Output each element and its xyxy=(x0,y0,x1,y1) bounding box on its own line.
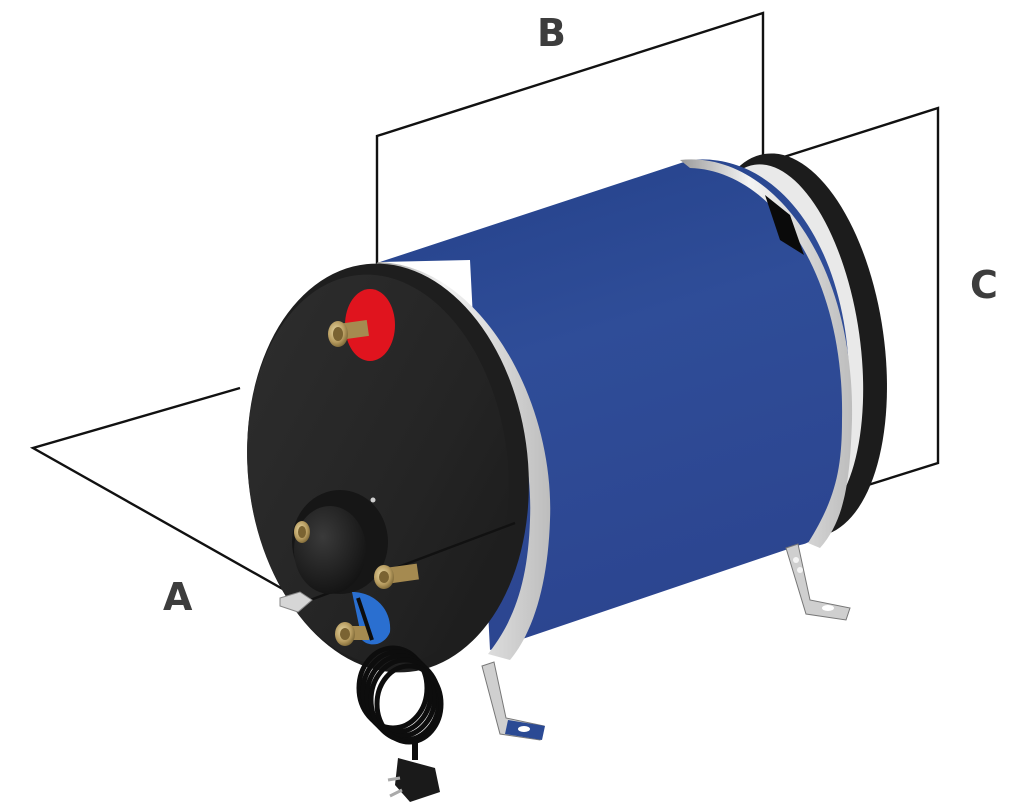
dimension-b-lines xyxy=(375,11,765,268)
dimension-label-c: C xyxy=(970,263,998,307)
heat-exchanger-fitting-upper xyxy=(294,521,310,543)
mounting-bracket-front-left xyxy=(279,591,313,613)
plug xyxy=(387,758,440,802)
dimension-c-lines xyxy=(767,106,940,487)
dimension-label-a: A xyxy=(163,575,193,619)
front-stainless-band xyxy=(372,262,551,660)
hot-water-outlet xyxy=(328,289,395,361)
rear-stainless-band xyxy=(680,159,853,548)
power-cord xyxy=(356,597,444,760)
dimension-a-lines xyxy=(29,386,289,594)
rear-ring-shadow xyxy=(765,195,804,255)
dimension-label-b: B xyxy=(537,11,566,55)
heating-element-housing xyxy=(292,490,388,594)
heating-element-cap xyxy=(294,506,366,594)
mounting-bracket-front-right xyxy=(481,661,545,741)
heat-exchanger-fitting-lower xyxy=(374,563,419,589)
mounting-bracket-rear-right xyxy=(785,543,851,621)
